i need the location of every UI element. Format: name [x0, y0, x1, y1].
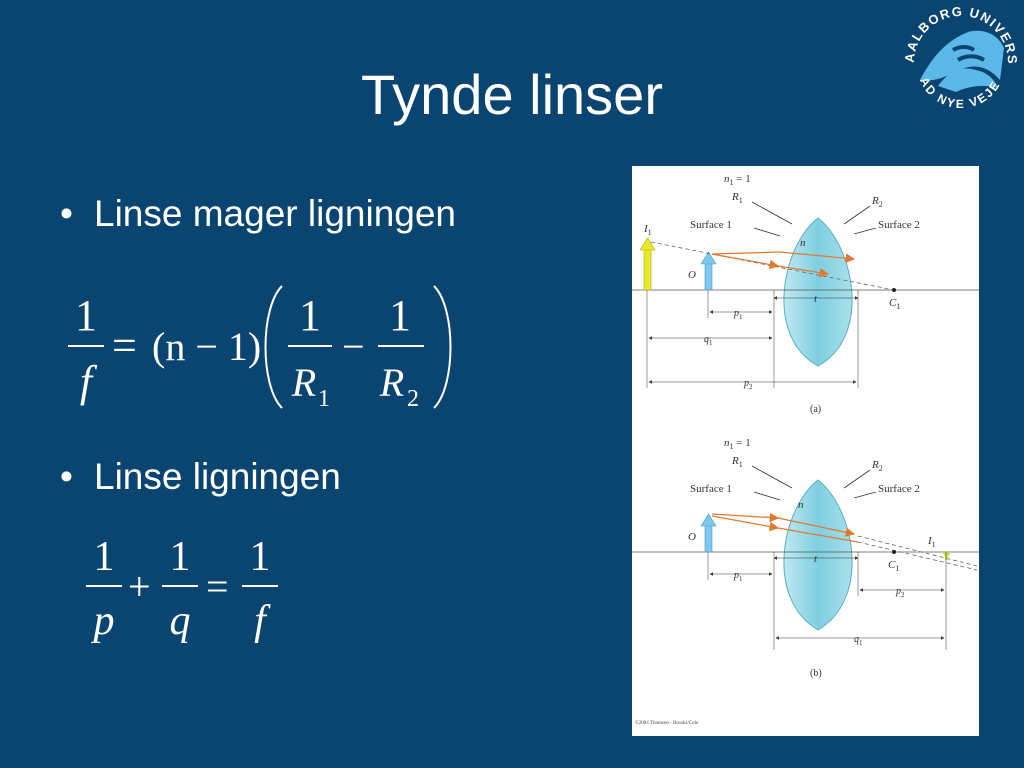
svg-text:q1: q1 [704, 334, 713, 347]
svg-text:R1: R1 [731, 455, 743, 469]
svg-text:p2: p2 [895, 586, 905, 599]
svg-text:(a): (a) [810, 404, 821, 415]
bullet-thin-lens: •Linse ligningen [60, 456, 341, 497]
figure-copyright: ©2004 Thomson - Brooks/Cole [635, 720, 699, 726]
svg-text:1: 1 [250, 534, 271, 580]
svg-text:+: + [128, 564, 151, 609]
svg-text:O: O [688, 531, 696, 543]
svg-text:p: p [91, 598, 115, 644]
svg-text:R2: R2 [871, 459, 883, 473]
svg-text:I1: I1 [927, 535, 936, 549]
bullet-dot: • [60, 193, 73, 234]
svg-text:=: = [206, 564, 229, 609]
svg-text:Surface 1: Surface 1 [690, 483, 732, 495]
svg-text:q: q [170, 598, 191, 644]
svg-text:−: − [342, 324, 365, 369]
svg-text:q1: q1 [854, 634, 863, 647]
svg-text:f: f [80, 357, 98, 406]
svg-text:f: f [254, 598, 271, 644]
svg-text:R1: R1 [731, 191, 743, 205]
svg-text:1: 1 [299, 291, 321, 340]
svg-text:R: R [291, 360, 316, 405]
lens-diagram: n1 = 1 R1 R2 Surface 1 Surface 2 n I1 O [632, 173, 979, 726]
svg-text:2: 2 [407, 386, 419, 412]
svg-text:1: 1 [170, 534, 191, 580]
svg-text:I1: I1 [643, 223, 652, 237]
svg-text:n1 = 1: n1 = 1 [724, 437, 751, 451]
lens-diagram-figure: n1 = 1 R1 R2 Surface 1 Surface 2 n I1 O [632, 166, 979, 736]
panel-a: n1 = 1 R1 R2 Surface 1 Surface 2 n I1 O [632, 173, 979, 415]
svg-text:t: t [814, 553, 818, 565]
svg-text:1: 1 [318, 386, 330, 412]
svg-text:Surface 2: Surface 2 [878, 219, 920, 231]
panel-b: n1 = 1 R1 R2 Surface 1 Surface 2 n O [632, 437, 979, 679]
svg-text:p1: p1 [733, 570, 743, 583]
svg-text:R: R [379, 360, 404, 405]
svg-text:1: 1 [94, 534, 115, 580]
aalborg-university-logo: AALBORG UNIVERSITET AD NYE VEJE [898, 0, 1023, 125]
svg-text:n: n [800, 237, 806, 249]
svg-text:R2: R2 [871, 195, 883, 209]
svg-text:1: 1 [389, 291, 411, 340]
svg-text:(n − 1): (n − 1) [152, 324, 261, 369]
svg-text:(b): (b) [810, 668, 822, 679]
svg-text:O: O [688, 269, 696, 281]
svg-text:=: = [112, 321, 137, 370]
svg-text:Surface 1: Surface 1 [690, 219, 732, 231]
lensmaker-equation: 1 f = (n − 1) 1 R 1 − 1 R 2 [68, 285, 452, 412]
svg-text:C1: C1 [888, 559, 899, 573]
svg-text:1: 1 [75, 291, 97, 340]
bullet-lensmaker: •Linse mager ligningen [60, 193, 457, 234]
bullet-dot: • [60, 456, 73, 497]
svg-text:p1: p1 [733, 308, 743, 321]
slide-title: Tynde linser [361, 63, 663, 126]
svg-text:n: n [798, 499, 804, 511]
svg-text:C1: C1 [889, 297, 900, 311]
thin-lens-equation: 1 p + 1 q = 1 f [86, 534, 278, 644]
lens-a [783, 217, 853, 367]
lens-b [783, 479, 853, 631]
svg-text:n1 = 1: n1 = 1 [724, 173, 751, 187]
svg-text:t: t [814, 293, 818, 305]
svg-text:Surface 2: Surface 2 [878, 483, 920, 495]
svg-text:p2: p2 [743, 378, 753, 391]
